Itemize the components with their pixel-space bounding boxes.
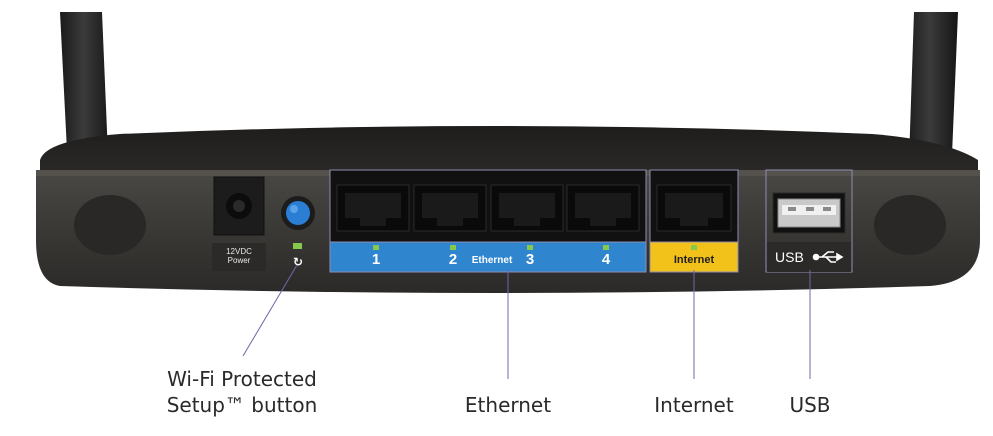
internet-led xyxy=(691,245,697,250)
ethernet-port-1[interactable] xyxy=(336,184,410,232)
usb-icon xyxy=(812,251,844,263)
ethernet-callout: Ethernet xyxy=(464,393,552,417)
wps-callout: Wi-Fi Protected Setup™ button xyxy=(142,366,342,418)
wps-leader-line xyxy=(242,264,298,357)
wps-button[interactable] xyxy=(281,196,315,230)
ethernet-port-2[interactable] xyxy=(413,184,487,232)
port-number-1: 1 xyxy=(371,251,381,268)
wps-callout-line2: Setup™ button xyxy=(166,393,318,417)
port-led-2 xyxy=(450,245,456,250)
ethernet-port-3[interactable] xyxy=(490,184,564,232)
internet-port[interactable] xyxy=(656,184,732,232)
ethernet-label-strip xyxy=(329,241,647,273)
port-led-3 xyxy=(527,245,533,250)
ethernet-panel-label: Ethernet xyxy=(471,255,513,266)
usb-callout: USB xyxy=(789,393,831,417)
internet-callout: Internet xyxy=(654,393,734,417)
port-led-4 xyxy=(603,245,609,250)
power-label-plate xyxy=(212,243,266,271)
power-label-bottom: Power xyxy=(227,256,251,265)
wps-icon: ↻ xyxy=(293,255,303,269)
wps-callout-line1: Wi-Fi Protected xyxy=(167,367,317,391)
internet-panel-label: Internet xyxy=(673,254,715,266)
power-label-top: 12VDC xyxy=(226,247,252,256)
usb-panel-label: USB xyxy=(775,249,804,265)
port-number-2: 2 xyxy=(448,251,458,268)
ethernet-port-4[interactable] xyxy=(566,184,640,232)
power-jack xyxy=(213,176,265,236)
port-led-1 xyxy=(373,245,379,250)
usb-port[interactable] xyxy=(772,192,846,234)
power-label: 12VDC Power xyxy=(212,247,266,265)
port-number-3: 3 xyxy=(525,251,535,268)
wps-led xyxy=(293,243,302,249)
port-number-4: 4 xyxy=(601,251,611,268)
